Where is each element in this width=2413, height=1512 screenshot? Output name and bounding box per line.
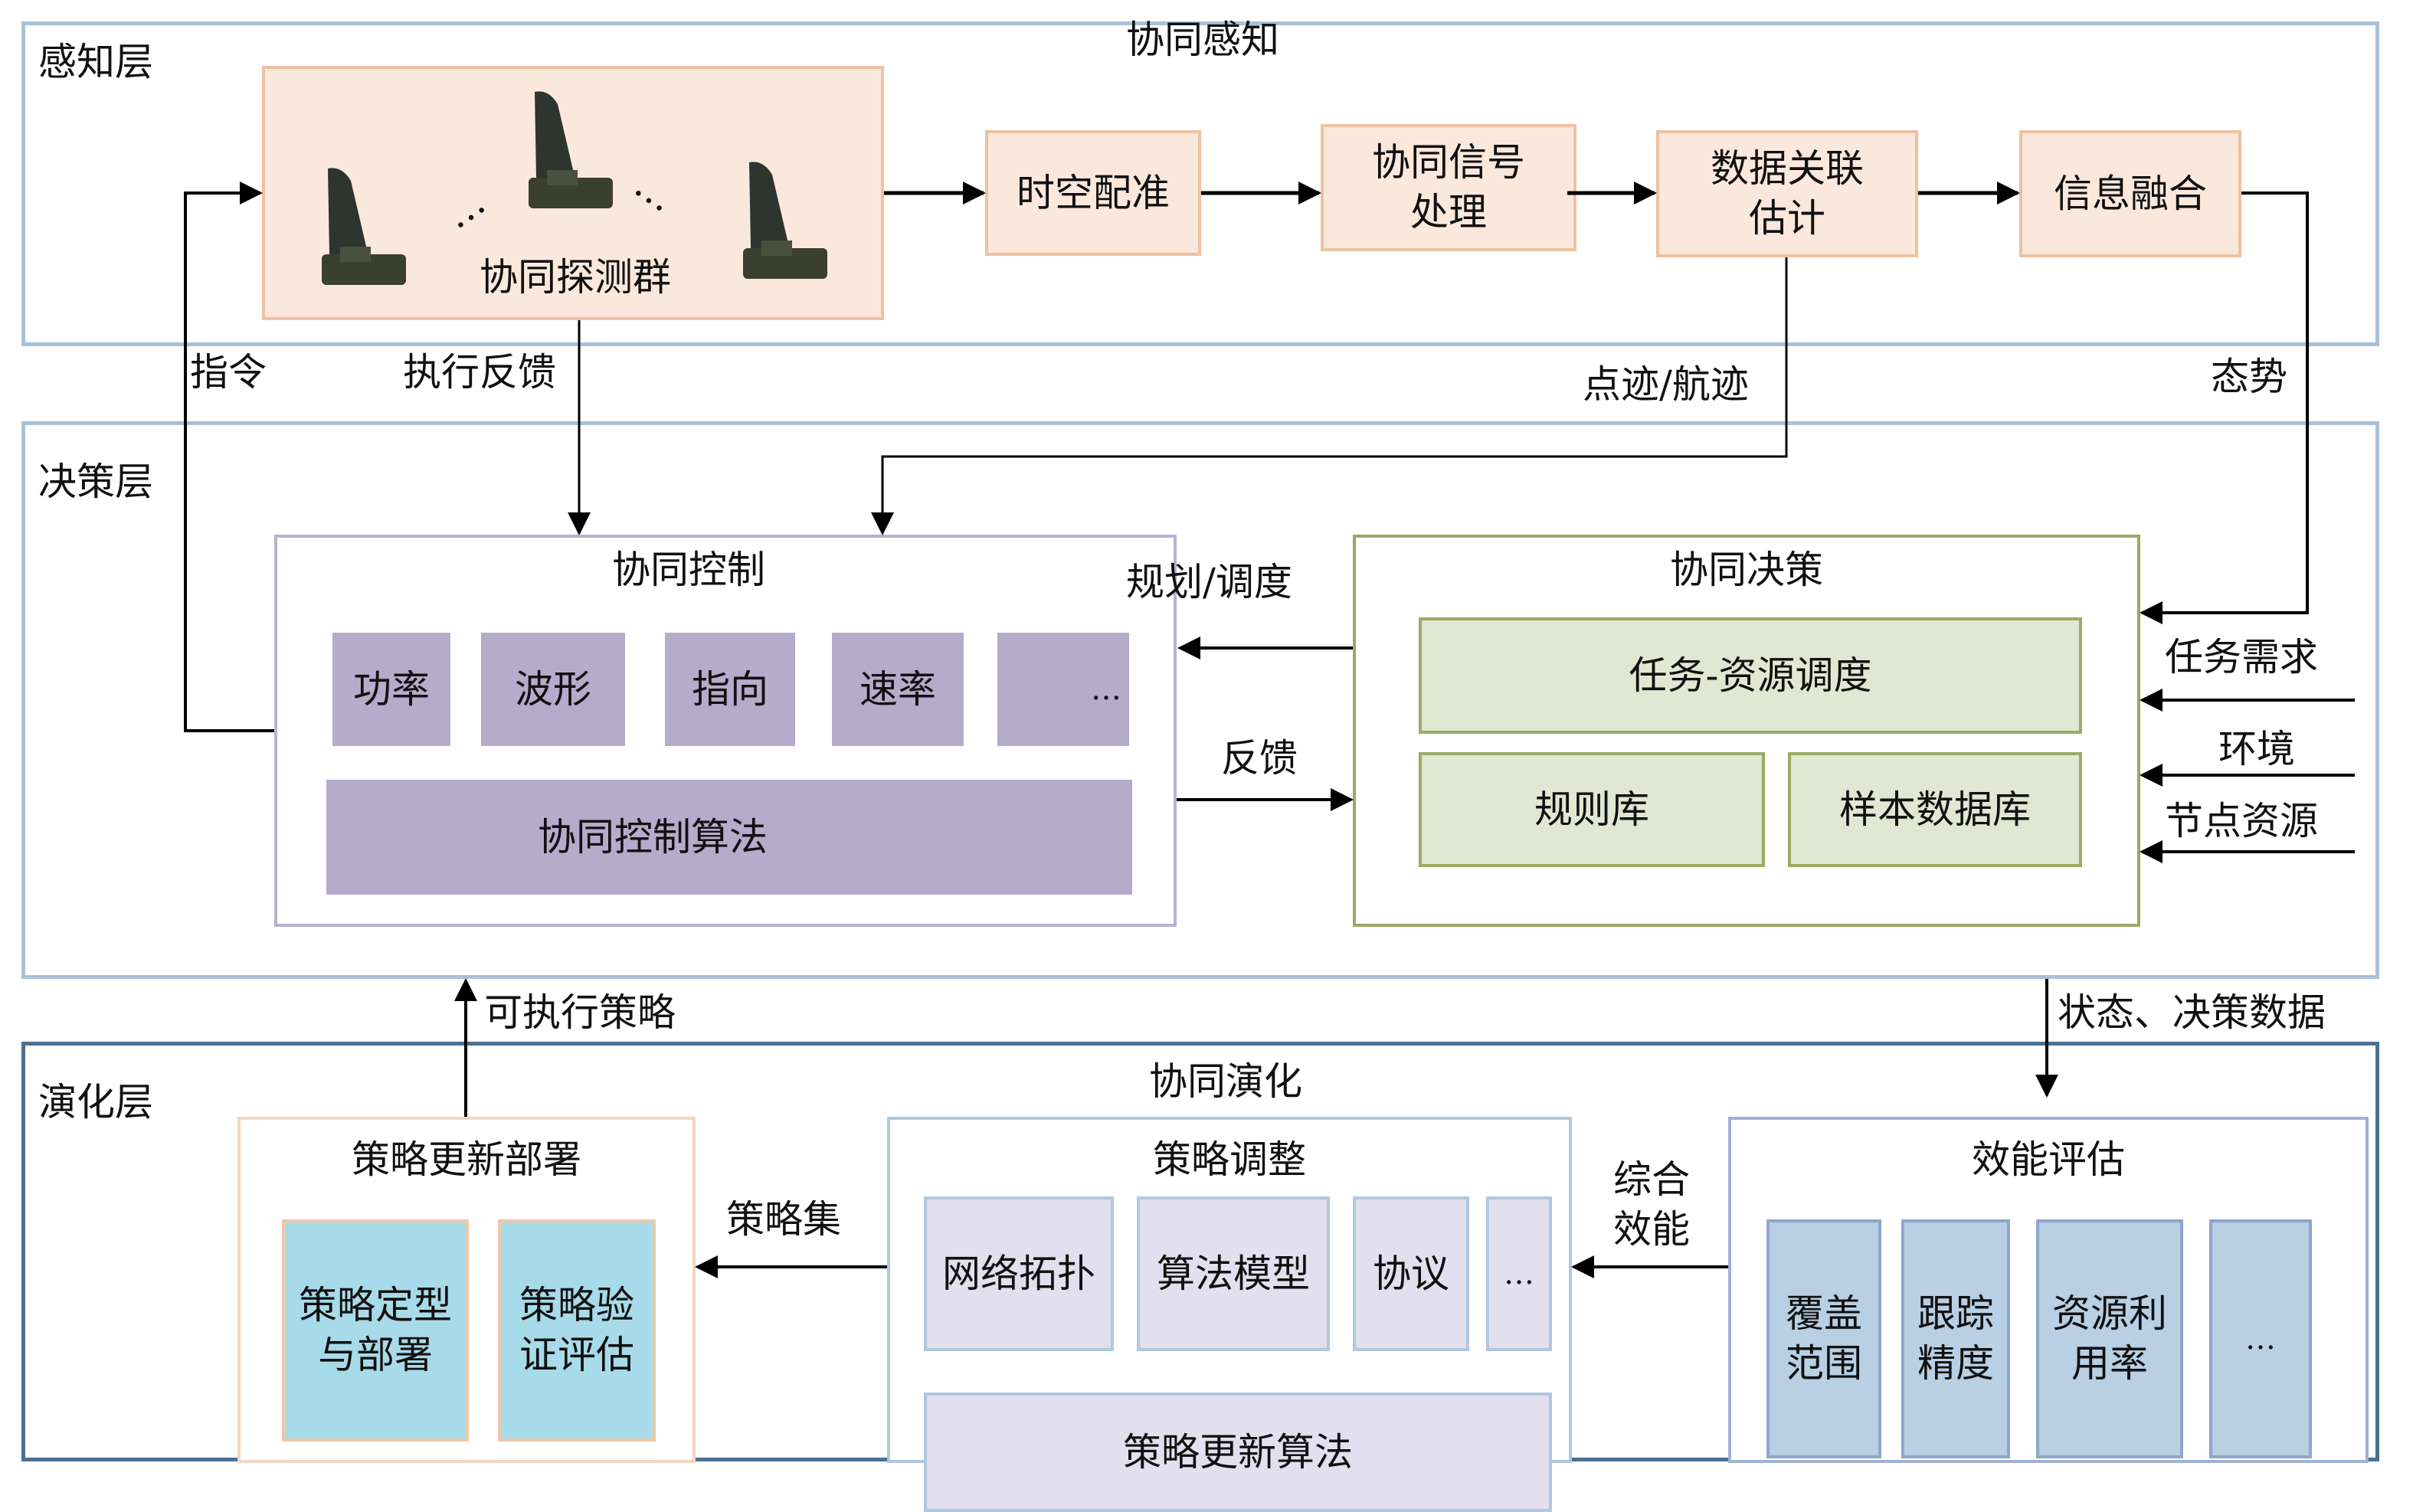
connector-layer [184, 182, 2355, 1278]
sample-database[interactable]: 样本数据库 [1788, 752, 2082, 867]
evolution-layer-label: 演化层 [38, 1080, 153, 1124]
sensor-group-box[interactable]: … … 协同探测群 [262, 66, 884, 320]
node-resources-label: 节点资源 [2165, 799, 2318, 843]
eval-more[interactable]: … [2209, 1219, 2312, 1458]
situation-label: 态势 [2211, 355, 2287, 399]
param-more[interactable]: … [997, 633, 1129, 746]
effectiveness-eval-title: 效能评估 [1972, 1137, 2125, 1182]
overall-effectiveness-label: 综合 效能 [1613, 1157, 1690, 1252]
adjust-algorithm-model[interactable]: 算法模型 [1137, 1196, 1330, 1351]
arrow-tracks-to-control [871, 257, 1788, 535]
state-decision-data-label: 状态、决策数据 [2058, 990, 2326, 1035]
task-resource-scheduling[interactable]: 任务-资源调度 [1419, 617, 2082, 734]
decision-layer-label: 决策层 [38, 460, 153, 504]
strategy-adjust-title: 策略调整 [1153, 1137, 1306, 1182]
perception-layer [21, 21, 2379, 346]
radar-icon [743, 162, 827, 279]
data-association-estimation-box[interactable]: 数据关联 估计 [1656, 130, 1918, 257]
perception-title: 协同感知 [1126, 18, 1279, 62]
radar-icon [322, 168, 406, 285]
strategy-deploy-box[interactable]: 策略更新部署 策略定型 与部署 策略验 证评估 [237, 1117, 696, 1463]
cooperative-signal-processing-box[interactable]: 协同信号 处理 [1321, 124, 1576, 251]
arrow-command [184, 182, 274, 732]
perception-layer-label: 感知层 [38, 40, 153, 84]
effectiveness-eval-box[interactable]: 效能评估 覆盖 范围 跟踪 精度 资源利 用率 … [1728, 1117, 2369, 1463]
plots-tracks-label: 点迹/航迹 [1583, 362, 1749, 407]
planning-scheduling-label: 规划/调度 [1126, 560, 1292, 604]
executable-strategy-label: 可执行策略 [484, 990, 676, 1035]
radar-icon [529, 91, 613, 208]
execution-feedback-label: 执行反馈 [403, 350, 556, 394]
task-demand-label: 任务需求 [2165, 635, 2318, 679]
cooperative-decision-box[interactable]: 协同决策 任务-资源调度 规则库 样本数据库 [1353, 535, 2140, 927]
param-pointing[interactable]: 指向 [665, 633, 795, 746]
cooperative-control-box[interactable]: 协同控制 功率 波形 指向 速率 … 协同控制算法 [274, 535, 1177, 927]
param-power[interactable]: 功率 [332, 633, 450, 746]
information-fusion-box[interactable]: 信息融合 [2019, 130, 2241, 257]
evolution-title: 协同演化 [1149, 1059, 1302, 1104]
strategy-finalize-deploy[interactable]: 策略定型 与部署 [282, 1219, 469, 1442]
decision-layer [21, 421, 2379, 979]
adjust-more[interactable]: … [1486, 1196, 1552, 1351]
strategy-verify-evaluate[interactable]: 策略验 证评估 [498, 1219, 656, 1442]
feedback-label: 反馈 [1221, 736, 1298, 781]
adjust-network-topology[interactable]: 网络拓扑 [924, 1196, 1114, 1351]
strategy-set-label: 策略集 [726, 1197, 841, 1242]
eval-resource-utilization[interactable]: 资源利 用率 [2036, 1219, 2183, 1458]
param-rate[interactable]: 速率 [832, 633, 964, 746]
cooperative-decision-title: 协同决策 [1670, 548, 1823, 592]
cooperative-control-title: 协同控制 [612, 548, 765, 592]
strategy-deploy-title: 策略更新部署 [352, 1137, 581, 1182]
adjust-protocol[interactable]: 协议 [1353, 1196, 1469, 1351]
strategy-adjust-box[interactable]: 策略调整 网络拓扑 算法模型 协议 … 策略更新算法 [887, 1117, 1572, 1512]
command-label: 指令 [190, 350, 267, 394]
environment-label: 环境 [2218, 727, 2295, 771]
eval-coverage[interactable]: 覆盖 范围 [1766, 1219, 1881, 1458]
sensor-group-label: 协同探测群 [480, 255, 671, 299]
arrow-fusion-to-decision [2140, 191, 2309, 624]
spatiotemporal-registration-box[interactable]: 时空配准 [985, 130, 1201, 256]
cooperative-control-algorithm[interactable]: 协同控制算法 [326, 780, 1132, 895]
eval-tracking-accuracy[interactable]: 跟踪 精度 [1901, 1219, 2010, 1458]
param-waveform[interactable]: 波形 [481, 633, 625, 746]
rule-base[interactable]: 规则库 [1419, 752, 1765, 867]
